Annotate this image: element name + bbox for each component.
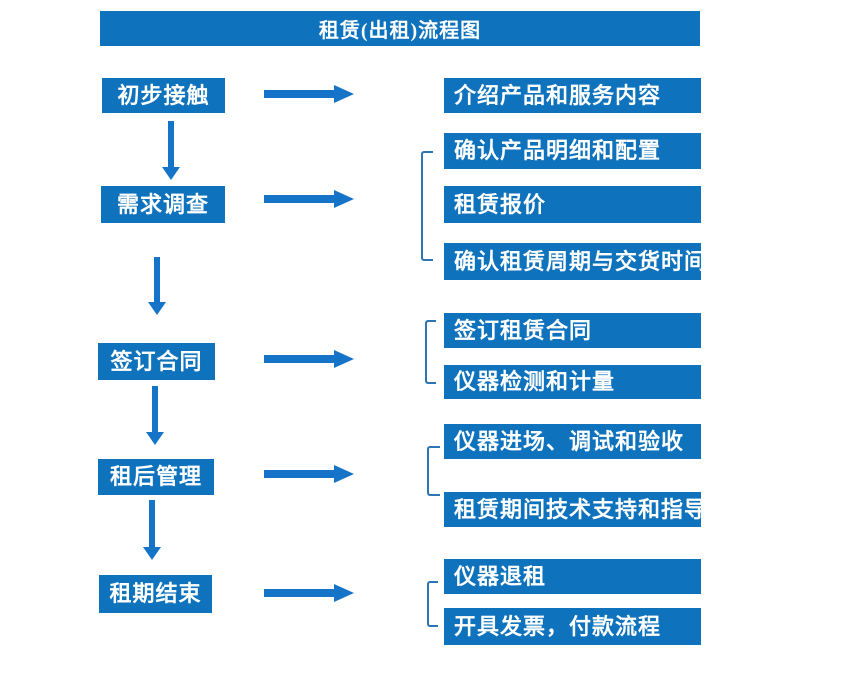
arrow-right-icon [264, 85, 354, 103]
arrow-head [146, 432, 164, 445]
arrow-shaft [149, 500, 155, 548]
arrow-right-icon [264, 465, 354, 483]
detail-box: 租赁报价 [444, 186, 701, 223]
arrow-head [334, 190, 354, 208]
arrow-head [334, 465, 354, 483]
group-bracket-icon [427, 581, 438, 627]
arrow-shaft [168, 121, 174, 168]
arrow-right-icon [264, 584, 354, 602]
arrow-shaft [264, 195, 336, 203]
arrow-down-icon [146, 386, 164, 445]
arrow-head [143, 547, 161, 560]
arrow-down-icon [162, 121, 180, 180]
group-bracket-icon [427, 446, 440, 496]
group-bracket-icon [425, 320, 436, 384]
step-box-rental-end: 租期结束 [99, 575, 212, 613]
detail-box: 确认租赁周期与交货时间 [444, 243, 706, 280]
group-bracket-icon [421, 151, 433, 261]
arrow-head [334, 85, 354, 103]
arrow-right-icon [264, 190, 354, 208]
detail-box: 开具发票，付款流程 [444, 608, 701, 645]
arrow-head [148, 302, 166, 315]
detail-box: 仪器进场、调试和验收 [444, 424, 701, 459]
title-bar: 租赁(出租)流程图 [100, 11, 700, 46]
detail-box: 租赁期间技术支持和指导 [444, 492, 706, 527]
arrow-shaft [264, 470, 336, 478]
arrow-shaft [154, 257, 160, 303]
arrow-down-icon [148, 257, 166, 315]
arrow-down-icon [143, 500, 161, 560]
arrow-right-icon [264, 350, 354, 368]
detail-box: 仪器检测和计量 [444, 365, 701, 399]
step-box-sign-contract: 签订合同 [98, 343, 215, 380]
arrow-head [334, 584, 354, 602]
arrow-shaft [264, 589, 336, 597]
arrow-shaft [264, 90, 336, 98]
detail-box: 仪器退租 [444, 559, 701, 594]
arrow-head [334, 350, 354, 368]
detail-box: 介绍产品和服务内容 [444, 78, 701, 113]
page-title: 租赁(出租)流程图 [318, 20, 482, 42]
detail-box: 确认产品明细和配置 [444, 133, 701, 169]
detail-box: 签订租赁合同 [444, 313, 701, 348]
arrow-head [162, 167, 180, 180]
arrow-shaft [152, 386, 158, 433]
step-box-post-rental-management: 租后管理 [98, 459, 214, 495]
step-box-demand-survey: 需求调查 [101, 186, 225, 223]
step-box-initial-contact: 初步接触 [102, 78, 225, 113]
arrow-shaft [264, 355, 336, 363]
